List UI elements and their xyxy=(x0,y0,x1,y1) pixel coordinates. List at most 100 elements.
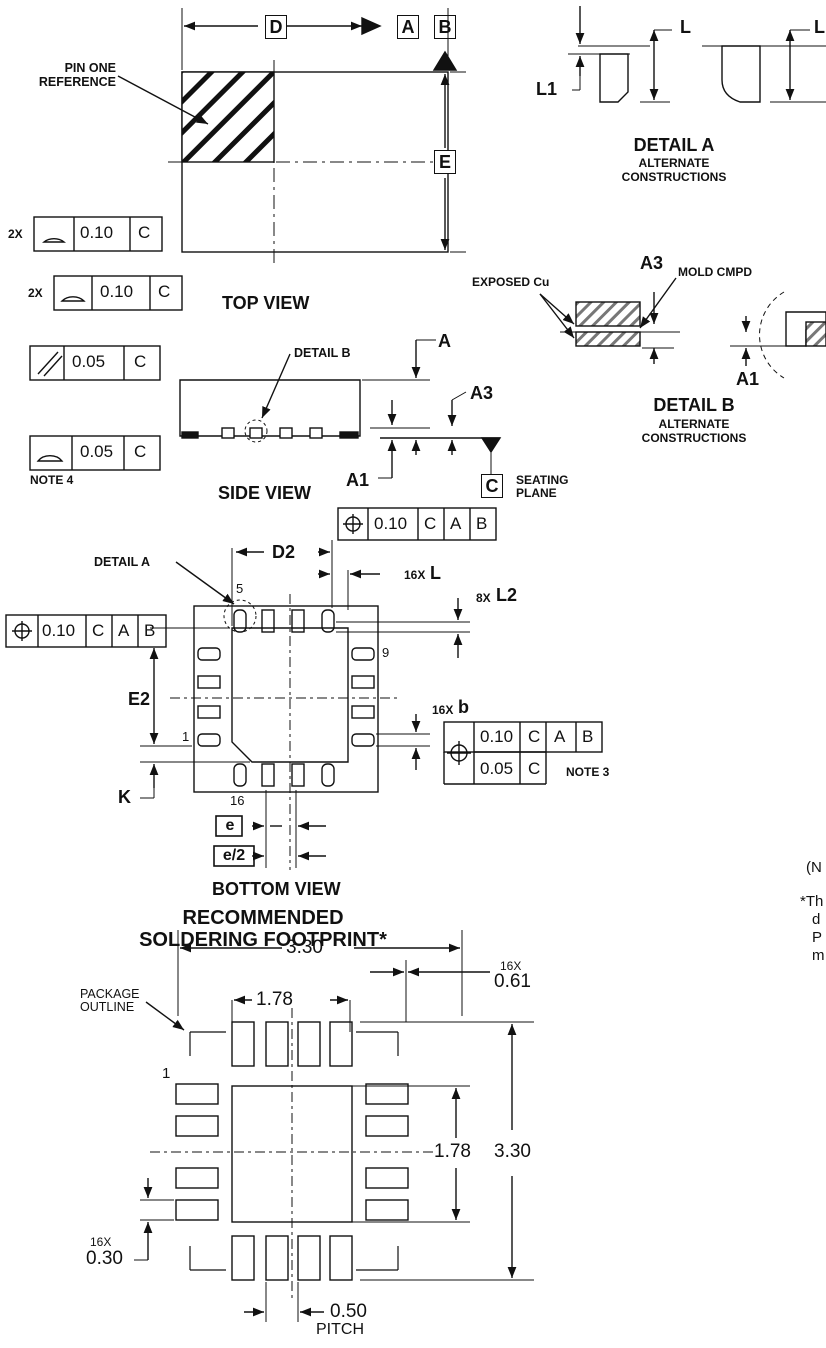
tol1-value: 0.10 xyxy=(80,223,114,242)
datum-d-box: D xyxy=(265,15,287,39)
b-tol-top-b: B xyxy=(582,727,594,746)
pin-16-label: 16 xyxy=(230,793,245,808)
note-fragment-5: m xyxy=(812,947,825,964)
package-outline-bottom xyxy=(193,605,379,793)
note-fragment-1: (N xyxy=(806,859,822,876)
soldering-footprint xyxy=(134,930,534,1322)
package-outline-2: OUTLINE xyxy=(80,1000,135,1014)
detail-a-title: DETAIL A xyxy=(633,135,715,155)
detail-b-drawing xyxy=(539,277,826,379)
top-view xyxy=(33,8,466,311)
note3-label: NOTE 3 xyxy=(566,765,610,779)
detail-b-sub2: CONSTRUCTIONS xyxy=(641,431,747,445)
dim-d2: D2 xyxy=(272,542,296,562)
note4-label: NOTE 4 xyxy=(30,473,74,487)
footprint-height-178: 1.78 xyxy=(434,1141,471,1162)
pin-1-label: 1 xyxy=(182,729,190,744)
bottom-view xyxy=(5,507,603,870)
left-tol-b: B xyxy=(144,621,156,640)
pitch-e-label: e xyxy=(225,817,235,834)
exposed-pad xyxy=(231,627,349,763)
footprint-height-330: 3.30 xyxy=(494,1141,531,1162)
dim-l2: L2 xyxy=(496,585,518,605)
pos-tol-c: C xyxy=(424,514,437,533)
detail-a-dim-l-alt: L xyxy=(814,17,825,37)
pin-5-label: 5 xyxy=(236,581,244,596)
detail-b-dim-a1: A1 xyxy=(736,369,760,389)
parallel-tol-value: 0.05 xyxy=(72,352,106,371)
dim-a1: A1 xyxy=(346,470,370,490)
b-tol-bottom-value: 0.05 xyxy=(480,759,514,778)
pad-16x: 16X xyxy=(500,959,522,973)
b-tol-top-c: C xyxy=(528,727,541,746)
dim-a3: A3 xyxy=(470,383,494,403)
dim-k: K xyxy=(118,787,131,807)
tol2-ref: C xyxy=(158,282,171,301)
note-fragment-3: d xyxy=(812,911,821,928)
pin-9-label: 9 xyxy=(382,645,390,660)
half-pitch-label: e/2 xyxy=(222,847,246,864)
dim-a: A xyxy=(438,331,451,351)
datum-b-box: B xyxy=(434,15,456,39)
tol2-prefix: 2X xyxy=(28,286,43,300)
flat-tol-ref: C xyxy=(134,442,147,461)
footprint-width-330: 3.30 xyxy=(286,937,323,958)
l-16x: 16X xyxy=(404,568,426,582)
top-view-title: TOP VIEW xyxy=(222,293,310,313)
dim-b: b xyxy=(458,697,469,717)
parallel-tol-ref: C xyxy=(134,352,147,371)
bottom-view-title: BOTTOM VIEW xyxy=(212,879,341,899)
pos-tol-value: 0.10 xyxy=(374,514,408,533)
footprint-width-178: 1.78 xyxy=(256,989,293,1010)
detail-b-sub1: ALTERNATE xyxy=(658,417,730,431)
detail-a-dim-l1: L1 xyxy=(536,79,558,99)
side-view xyxy=(29,339,502,479)
flat-tol-value: 0.05 xyxy=(80,442,114,461)
side-view-title: SIDE VIEW xyxy=(218,483,312,503)
datum-c-box: C xyxy=(481,474,503,498)
b-16x: 16X xyxy=(432,703,454,717)
l2-8x: 8X xyxy=(476,591,491,605)
footprint-title-2: SOLDERING FOOTPRINT* xyxy=(139,929,387,951)
tol1-ref: C xyxy=(138,223,151,242)
note-fragment-2: *Th xyxy=(800,893,824,910)
detail-a-drawing xyxy=(568,6,826,103)
b-tol-top-value: 0.10 xyxy=(480,727,514,746)
tol1-prefix: 2X xyxy=(8,227,23,241)
seating-label-2: PLANE xyxy=(516,486,557,500)
pitch-value: 0.50 xyxy=(330,1301,367,1322)
exposed-cu-label: EXPOSED Cu xyxy=(472,275,550,289)
detail-b-title: DETAIL B xyxy=(653,395,735,415)
side-detail-b-label: DETAIL B xyxy=(294,346,351,360)
bottom-detail-a-label: DETAIL A xyxy=(94,555,151,569)
pos-tol-a: A xyxy=(450,514,462,533)
seating-label-1: SEATING xyxy=(516,473,569,487)
left-tol-c: C xyxy=(92,621,105,640)
package-outline-1: PACKAGE xyxy=(80,987,140,1001)
pos-tol-b: B xyxy=(476,514,488,533)
dim-l: L xyxy=(430,563,441,583)
datum-e-box: E xyxy=(434,150,456,174)
pad-width-061: 0.61 xyxy=(494,971,531,992)
dim-e2: E2 xyxy=(128,689,151,709)
left-tol-value: 0.10 xyxy=(42,621,76,640)
footprint-pin-1: 1 xyxy=(162,1065,171,1082)
detail-a-sub2: CONSTRUCTIONS xyxy=(621,170,727,184)
pad-h-16x: 16X xyxy=(90,1235,112,1249)
side-package-body xyxy=(179,379,361,437)
pin-one-label-2: REFERENCE xyxy=(38,75,116,89)
pitch-label: PITCH xyxy=(316,1321,364,1338)
pin-one-label-1: PIN ONE xyxy=(64,61,116,75)
detail-a-sub1: ALTERNATE xyxy=(638,156,710,170)
b-tol-top-a: A xyxy=(554,727,566,746)
b-tol-bottom-c: C xyxy=(528,759,541,778)
detail-a-dim-l: L xyxy=(680,17,691,37)
footprint-title-1: RECOMMENDED xyxy=(182,907,344,929)
pad-height-030: 0.30 xyxy=(86,1248,123,1269)
note-fragment-4: P xyxy=(812,929,823,946)
detail-b-dim-a3: A3 xyxy=(640,253,664,273)
mold-cmpd-label: MOLD CMPD xyxy=(678,265,752,279)
datum-a-box: A xyxy=(397,15,419,39)
